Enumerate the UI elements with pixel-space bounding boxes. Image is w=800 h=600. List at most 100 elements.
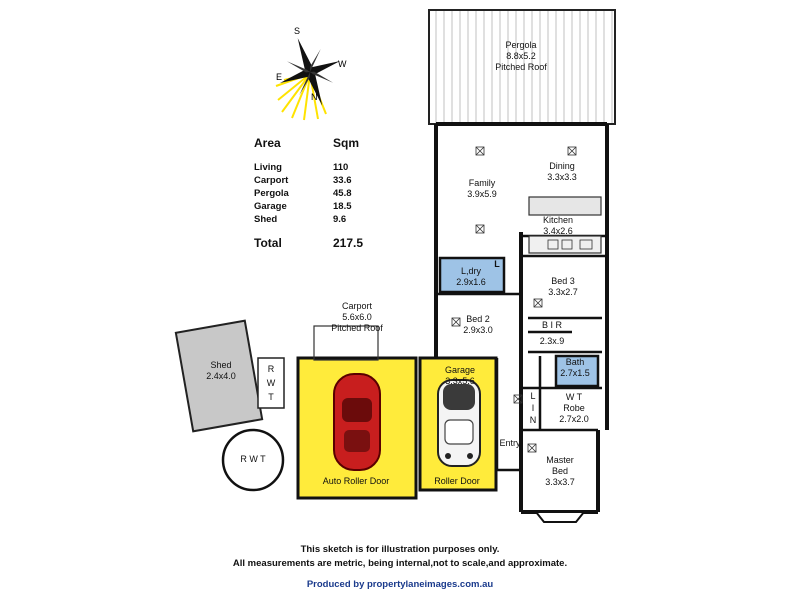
garage-label: Garage 3.3x5.6 xyxy=(430,365,490,387)
bed3-label: Bed 3 3.3x2.7 xyxy=(538,276,588,298)
laundry-area xyxy=(438,256,506,294)
bed3-name: Bed 3 xyxy=(551,276,575,286)
area-row-value: 33.6 xyxy=(333,175,352,186)
pergola-area xyxy=(428,9,616,125)
rwt-round-label: R W T xyxy=(240,454,266,464)
roller-door-label: Roller Door xyxy=(434,476,480,486)
carport-note: Pitched Roof xyxy=(331,323,383,333)
robe-label: W T Robe 2.7x2.0 xyxy=(548,392,600,425)
kitchen-appliance-icon xyxy=(561,239,573,250)
kitchen-dims: 3.4x2.6 xyxy=(543,226,573,236)
area-row-value: 18.5 xyxy=(333,201,352,212)
kitchen-counter xyxy=(528,235,602,254)
rwt-char: W xyxy=(266,378,276,388)
shed-area xyxy=(174,319,264,433)
entry-walls xyxy=(495,358,521,472)
laundry-label: L,dry 2.9x1.6 xyxy=(446,266,496,288)
disclaimer-line-1: This sketch is for illustration purposes… xyxy=(300,544,500,555)
area-row-value: 9.6 xyxy=(333,214,347,225)
master-name: Master xyxy=(546,455,574,465)
master-bay-window xyxy=(533,511,587,523)
bath-name: Bath xyxy=(565,357,585,367)
rwt-small-label: R W T xyxy=(264,362,278,404)
robe-name: W T xyxy=(565,392,583,402)
rwt-round-tank xyxy=(221,428,285,492)
family-label: Family 3.9x5.9 xyxy=(452,178,512,200)
lin-char: I xyxy=(531,403,535,413)
area-row-name: Shed xyxy=(254,214,278,225)
area-header: Area xyxy=(254,136,281,150)
pergola-name: Pergola xyxy=(505,40,537,50)
bir-dims: 2.3x.9 xyxy=(539,336,565,346)
rwt-char: T xyxy=(268,392,274,402)
entry-label: Entry xyxy=(499,438,521,448)
master-name2: Bed xyxy=(551,466,568,476)
bed3-dims: 3.3x2.7 xyxy=(548,287,578,297)
lin-label: L I N xyxy=(527,390,539,426)
kitchen-bench xyxy=(528,196,602,216)
disclaimer-line-2: All measurements are metric, being inter… xyxy=(232,558,568,569)
compass-star xyxy=(279,38,341,106)
compass-e-label: E xyxy=(276,72,282,82)
area-row-value: 45.8 xyxy=(333,188,352,199)
rwt-small-box xyxy=(257,357,285,409)
red-car-icon xyxy=(333,373,381,471)
lin-char: L xyxy=(530,391,536,401)
bed2-label: Bed 2 2.9x3.0 xyxy=(448,314,508,336)
bed2-name: Bed 2 xyxy=(466,314,490,324)
pergola-note: Pitched Roof xyxy=(495,62,547,72)
shed-name: Shed xyxy=(210,360,232,370)
pergola-label: Pergola 8.8x5.2 Pitched Roof xyxy=(481,40,561,73)
garage-dims: 3.3x5.6 xyxy=(445,376,475,386)
auto-roller-door-label: Auto Roller Door xyxy=(322,476,390,486)
compass-rose: S W E N xyxy=(275,26,347,121)
dining-name: Dining xyxy=(549,161,575,171)
area-row-name: Carport xyxy=(254,175,289,186)
credit-line: Produced by propertylaneimages.com.au xyxy=(306,579,494,590)
kitchen-appliance-icon xyxy=(547,239,559,250)
garage-name: Garage xyxy=(444,365,476,375)
area-row-name: Pergola xyxy=(254,188,289,199)
rwt-char: R xyxy=(267,364,275,374)
area-row-value: 110 xyxy=(333,162,349,173)
bath-label: Bath 2.7x1.5 xyxy=(550,357,600,379)
laundry-dims: 2.9x1.6 xyxy=(456,277,486,287)
area-table: Area Sqm Living 110 Carport 33.6 Pergola… xyxy=(254,136,374,256)
kitchen-appliance-icon xyxy=(579,239,593,250)
laundry-mark: L xyxy=(494,259,500,269)
carport-roof-opening xyxy=(313,325,379,361)
kitchen-label: Kitchen 3.4x2.6 xyxy=(528,215,588,237)
bir-name: B I R xyxy=(541,320,562,330)
total-label: Total xyxy=(254,236,282,250)
robe-extra: 2.7x2.0 xyxy=(559,414,589,424)
white-car-icon xyxy=(437,379,481,467)
master-label: Master Bed 3.3x3.7 xyxy=(530,455,590,488)
carport-name: Carport xyxy=(341,301,372,311)
bath-dims: 2.7x1.5 xyxy=(560,368,590,378)
shed-dims: 2.4x4.0 xyxy=(206,371,236,381)
dining-label: Dining 3.3x3.3 xyxy=(532,161,592,183)
area-row-name: Living xyxy=(254,162,282,173)
bath-area xyxy=(554,354,600,388)
compass-n-label: N xyxy=(311,92,318,102)
family-dims: 3.9x5.9 xyxy=(467,189,497,199)
total-value: 217.5 xyxy=(333,236,364,250)
compass-s-label: S xyxy=(294,26,300,36)
shed-label: Shed 2.4x4.0 xyxy=(196,360,246,382)
area-row-name: Garage xyxy=(254,201,287,212)
lin-char: N xyxy=(529,415,537,425)
pergola-dims: 8.8x5.2 xyxy=(506,51,536,61)
compass-w-label: W xyxy=(338,59,347,69)
robe-dims: Robe xyxy=(563,403,585,413)
laundry-name: L,dry xyxy=(460,266,481,276)
light-fixture-icons xyxy=(451,146,577,453)
carport-dims: 5.6x6.0 xyxy=(342,312,372,322)
carport-label: Carport 5.6x6.0 Pitched Roof xyxy=(317,301,397,334)
kitchen-name: Kitchen xyxy=(542,215,574,225)
master-dims: 3.3x3.7 xyxy=(545,477,575,487)
dining-dims: 3.3x3.3 xyxy=(547,172,577,182)
bed2-dims: 2.9x3.0 xyxy=(463,325,493,335)
house-walls xyxy=(434,122,609,514)
family-name: Family xyxy=(468,178,496,188)
